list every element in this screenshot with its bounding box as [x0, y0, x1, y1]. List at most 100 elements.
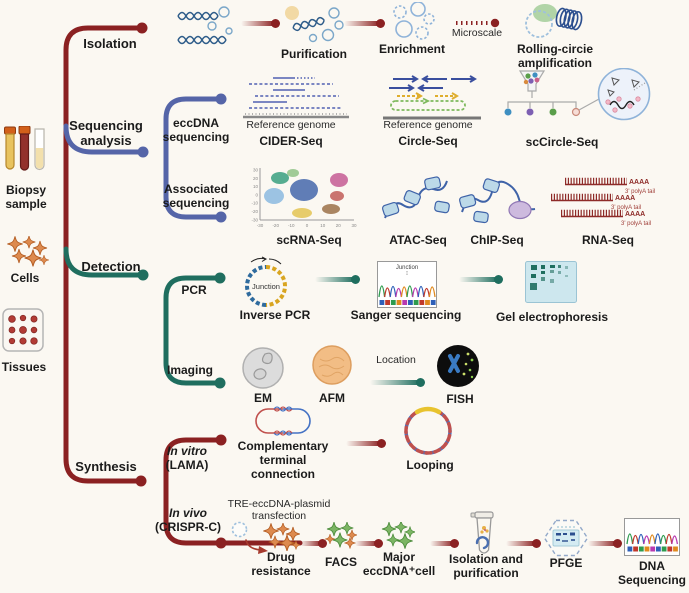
sanger-junction-text: Junction [396, 265, 418, 271]
fish-icon [437, 345, 479, 387]
sccircle-seq-icon [504, 68, 651, 121]
isolation-purification-label: Isolation and purification [448, 552, 524, 581]
tsne-ytick: 20 [253, 176, 259, 181]
arrow-to-looping [346, 438, 386, 449]
inverse-pcr-junction-text: Junction [252, 282, 280, 291]
tsne-xtick: 20 [336, 223, 342, 228]
cider-seq-label: CIDER-Seq [259, 134, 323, 148]
dna-and-circles-icon [177, 6, 233, 45]
tsne-xtick: -30 [257, 223, 264, 228]
scrna-seq-label: scRNA-Seq [276, 233, 342, 247]
in-vivo-text: In vivo [168, 506, 207, 520]
chip-seq-label: ChIP-Seq [470, 233, 524, 247]
major-eccdna-cell-label: Major eccDNA⁺cell [362, 550, 436, 579]
arrow-to-facs [300, 538, 327, 549]
microscale-arrow [456, 18, 500, 28]
fish-label: FISH [446, 392, 474, 406]
cells-icon [6, 236, 49, 267]
microscale-label: Microscale [451, 27, 503, 39]
em-label: EM [254, 391, 272, 405]
scrna-seq-tsne-plot: 30 20 10 0 -10 -20 -30 -30 -20 -10 0 10 … [251, 168, 357, 229]
subbranch-associated-sequencing-label: Associated sequencing [162, 182, 230, 211]
gel-electrophoresis-label: Gel electrophoresis [495, 310, 609, 324]
subbranch-in-vitro-label: In vitro(LAMA) [166, 444, 209, 472]
tsne-xtick: 10 [320, 223, 326, 228]
complementary-terminal-label: Complementary terminal connection [237, 439, 329, 482]
rna-seq-label: RNA-Seq [581, 233, 635, 247]
facs-label: FACS [324, 555, 358, 569]
sccircle-seq-label: scCircle-Seq [525, 135, 599, 149]
arrow-to-purification [241, 18, 280, 29]
polya-aaaa-label: AAAA [625, 211, 646, 218]
purification-label: Purification [280, 47, 348, 61]
enrichment-label: Enrichment [378, 42, 446, 56]
tsne-ytick: -10 [251, 201, 258, 206]
dna-sequencing-label: DNA Sequencing [617, 559, 687, 588]
atac-seq-label: ATAC-Seq [389, 233, 447, 247]
tsne-xtick: 0 [306, 223, 309, 228]
inverse-pcr-label: Inverse PCR [239, 308, 311, 322]
polya-tail-label: 3' polyA tail [621, 221, 652, 227]
polya-aaaa-label: AAAA [629, 179, 650, 186]
arrow-to-isolation-purification [430, 538, 459, 549]
subbranch-in-vivo-label: In vivo(CRISPR-C) [155, 506, 221, 534]
cider-reference-genome-caption: Reference genome [246, 119, 336, 131]
sanger-sequencing-icon: Junction [377, 261, 437, 308]
tsne-xtick: -20 [272, 223, 279, 228]
branch-detection-label: Detection [81, 259, 141, 274]
cells-label: Cells [10, 271, 40, 285]
transfection-caption: TRE-eccDNA-plasmid transfection [227, 498, 331, 522]
circle-seq-reference-genome-caption: Reference genome [383, 119, 473, 131]
in-vivo-sub-text: (CRISPR-C) [155, 520, 221, 535]
tsne-ytick: 10 [253, 184, 259, 189]
em-icon [242, 347, 284, 389]
drug-resistance-cells-icon [262, 523, 300, 551]
circle-seq-label: Circle-Seq [398, 134, 458, 148]
tsne-xtick: -10 [288, 223, 295, 228]
sanger-sequencing-label: Sanger sequencing [350, 308, 462, 322]
dna-sequencing-icon [624, 518, 680, 556]
rolling-circle-amplification-label: Rolling-circie amplification [516, 42, 593, 71]
gel-electrophoresis-icon [525, 261, 577, 303]
tissues-icon [2, 308, 44, 352]
looping-icon [404, 406, 452, 455]
pfge-icon [543, 519, 589, 557]
arrow-to-pfge [506, 538, 541, 549]
complementary-terminal-icon [255, 406, 311, 436]
arrow-to-enrichment [344, 18, 385, 29]
location-label: Location [376, 354, 416, 366]
tsne-ytick: 0 [255, 192, 258, 197]
rolling-circle-amplification-icon [525, 4, 583, 38]
tsne-xtick: 30 [351, 223, 357, 228]
test-tubes-icon [4, 126, 45, 171]
plasmid-icon [231, 521, 248, 538]
polya-tail-label: 3' polyA tail [625, 189, 656, 195]
afm-icon [312, 345, 352, 385]
polya-tail-label: 3' polyA tail [611, 205, 642, 211]
subbranch-imaging-label: Imaging [166, 363, 214, 377]
looping-label: Looping [406, 458, 454, 472]
enrichment-icon [393, 2, 435, 40]
tissues-label: Tissues [1, 360, 47, 374]
cider-seq-icon [243, 77, 349, 119]
inverse-pcr-icon: Junction [245, 256, 287, 307]
major-eccdna-cells-icon [381, 522, 415, 549]
in-vitro-text: In vitro [166, 444, 207, 458]
drug-resistance-label: Drug resistance [251, 550, 311, 579]
purification-icon [285, 6, 344, 43]
arrow-to-sanger [315, 274, 360, 285]
arrow-location-to-fish [370, 377, 425, 388]
tsne-ytick: -20 [251, 209, 258, 214]
subbranch-pcr-label: PCR [181, 283, 207, 297]
branch-sequencing-analysis-label: Sequencing analysis [69, 118, 143, 149]
facs-cells-icon [325, 522, 357, 549]
tsne-ytick: 30 [253, 168, 259, 173]
isolation-purification-tube-icon [470, 511, 494, 554]
polya-aaaa-label: AAAA [615, 195, 636, 202]
branch-synthesis-label: Synthesis [75, 459, 137, 474]
rna-seq-icon: AAAA 3' polyA tail AAAA 3' polyA tail AA… [551, 172, 663, 230]
afm-label: AFM [319, 391, 345, 405]
circle-seq-icon [383, 75, 481, 120]
